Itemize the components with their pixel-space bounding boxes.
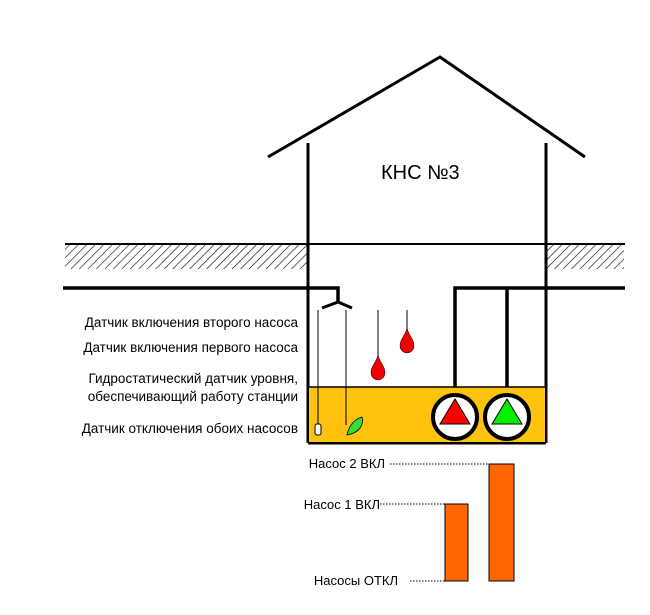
label-pumps-off: Насосы ОТКЛ: [314, 573, 398, 588]
float-sensor-icon: [370, 352, 386, 381]
ground-hatch-left: [65, 245, 308, 269]
outlet-pipe: [453, 286, 625, 420]
hydrostatic-sensor-icon: [314, 423, 322, 436]
inlet-pipe: [63, 286, 340, 302]
inlet-pipe-tee: [321, 300, 353, 310]
ground-hatch-right: [546, 245, 624, 269]
leader-lines: [380, 463, 489, 582]
station-building: [267, 55, 586, 445]
roof: [267, 55, 586, 159]
label-pump1-on: Насос 1 ВКЛ: [304, 497, 380, 512]
station-title: КНС №3: [381, 162, 460, 184]
float-sensor-icon: [346, 416, 363, 436]
label-hydrostatic-sensor-line2: обеспечивающий работу станции: [88, 389, 298, 404]
label-both-pumps-off-sensor: Датчик отключения обоих насосов: [82, 421, 298, 436]
float-sensor-icon: [399, 325, 415, 354]
label-second-pump-on-sensor: Датчик включения второго насоса: [85, 315, 299, 330]
label-pump2-on: Насос 2 ВКЛ: [309, 456, 385, 471]
pump-icon: [483, 393, 531, 441]
ground: [65, 243, 625, 269]
pump2-level-bar: [488, 463, 515, 582]
label-hydrostatic-sensor-line1: Гидростатический датчик уровня,: [88, 371, 298, 386]
pump-icon: [431, 393, 479, 441]
pump1-level-bar: [444, 503, 469, 582]
label-first-pump-on-sensor: Датчик включения первого насоса: [83, 340, 298, 355]
